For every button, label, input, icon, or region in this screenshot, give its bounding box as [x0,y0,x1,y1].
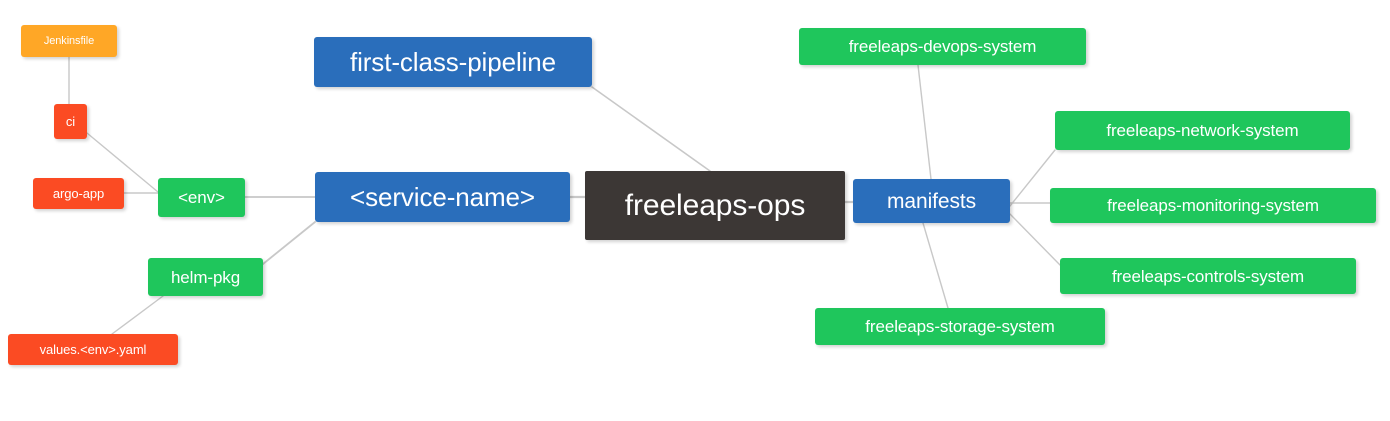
node-root[interactable]: freeleaps-ops [585,171,845,240]
node-monitoring[interactable]: freeleaps-monitoring-system [1050,188,1376,223]
node-env[interactable]: <env> [158,178,245,217]
edge-helm-to-values [111,295,164,335]
node-network[interactable]: freeleaps-network-system [1055,111,1350,150]
node-values[interactable]: values.<env>.yaml [8,334,178,365]
node-controls[interactable]: freeleaps-controls-system [1060,258,1356,294]
node-manifests[interactable]: manifests [853,179,1010,223]
node-helm[interactable]: helm-pkg [148,258,263,296]
node-service[interactable]: <service-name> [315,172,570,222]
node-pipeline[interactable]: first-class-pipeline [314,37,592,87]
node-jenkinsfile[interactable]: Jenkinsfile [21,25,117,57]
edge-service-to-helm [262,221,316,265]
edge-root-to-pipeline [591,86,711,172]
node-devops[interactable]: freeleaps-devops-system [799,28,1086,65]
node-storage[interactable]: freeleaps-storage-system [815,308,1105,345]
edge-manifests-to-storage [922,222,949,309]
node-ci[interactable]: ci [54,104,87,139]
edge-manifests-to-devops [917,64,932,180]
edge-manifests-to-network [1009,149,1056,207]
node-argo[interactable]: argo-app [33,178,124,209]
